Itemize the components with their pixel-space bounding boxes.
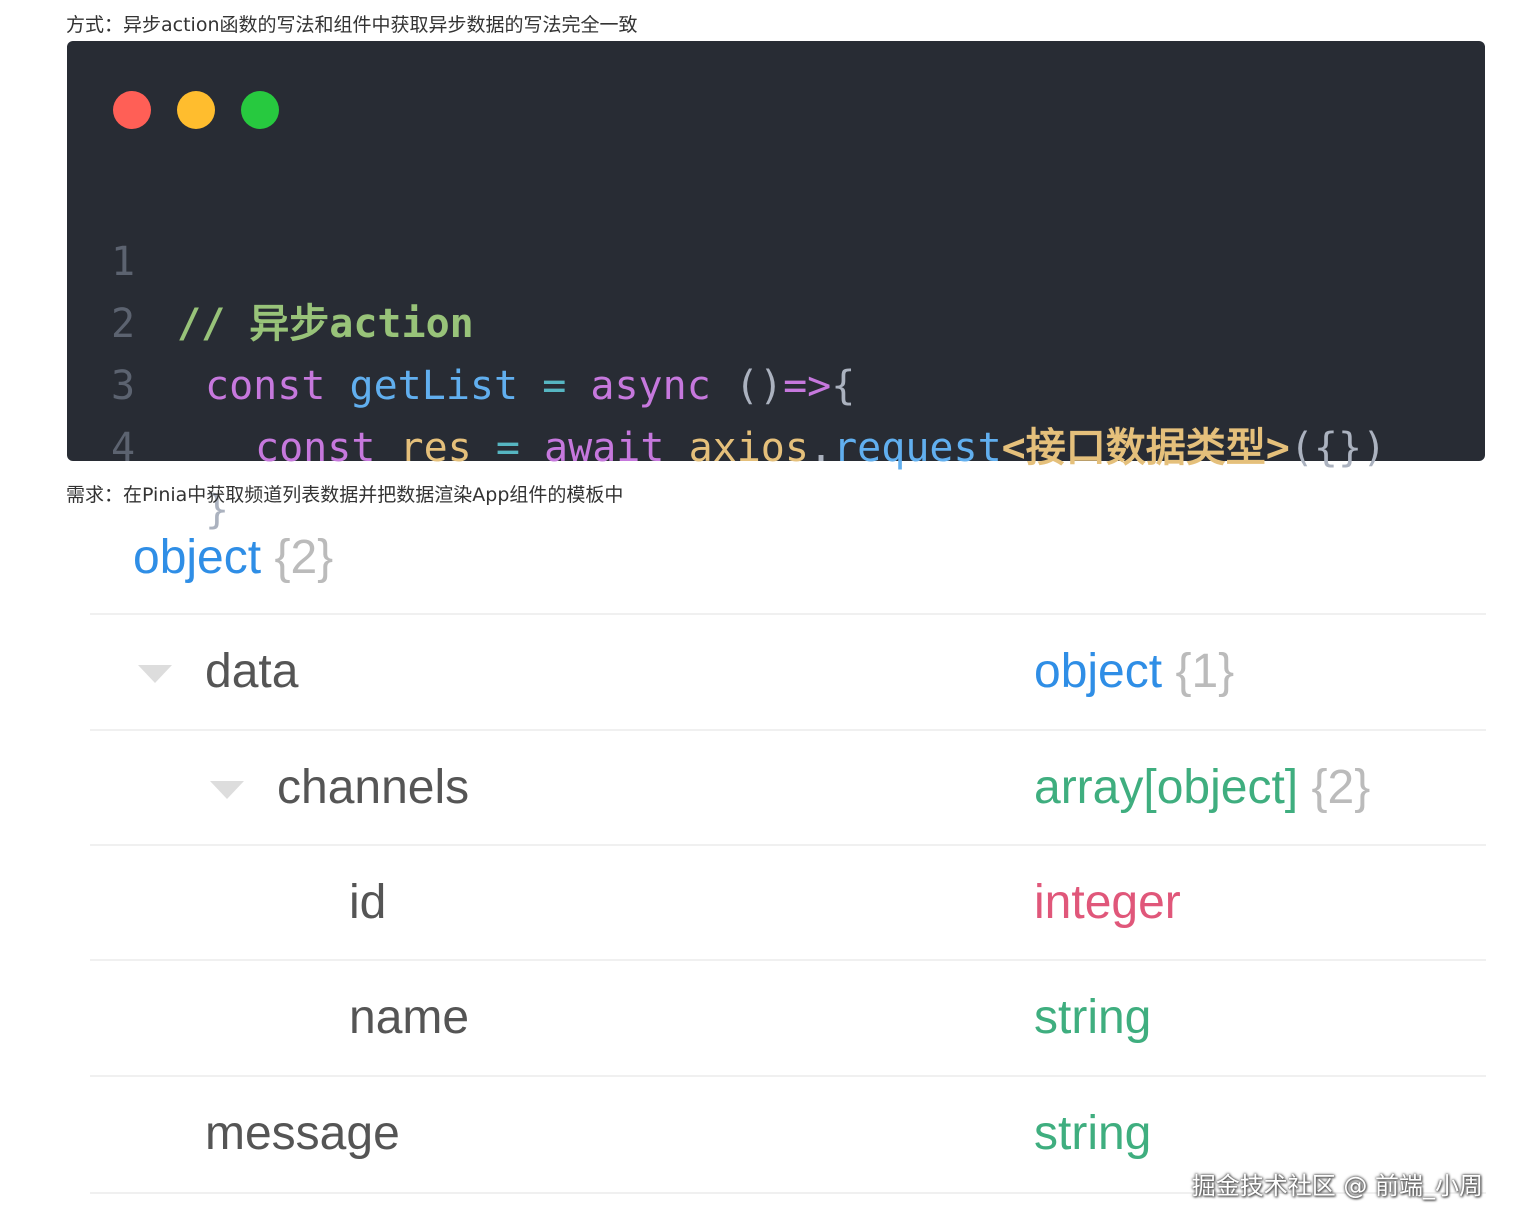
field-name: message — [205, 1107, 400, 1160]
code-line-4: 4 } — [67, 355, 229, 533]
space-token — [375, 425, 399, 471]
field-name: name — [349, 991, 470, 1044]
keyword-token: const — [205, 363, 326, 409]
operator-token: = — [495, 425, 520, 471]
punctuation-token: { — [831, 363, 856, 409]
field-type: string — [1034, 991, 1152, 1044]
collapse-caret-icon[interactable] — [138, 665, 172, 683]
object-token: axios — [688, 425, 809, 471]
line-number: 2 — [111, 301, 136, 347]
code-line-3: 3 const res = await axios.request<接口数据类型… — [67, 293, 1386, 471]
line-number: 4 — [111, 425, 136, 471]
keyword-token: await — [544, 425, 665, 471]
schema-row-data[interactable]: data object {1} — [90, 613, 1486, 730]
field-type: string — [1034, 1107, 1152, 1160]
window-maximize-dot — [241, 91, 279, 129]
code-line-2: 2 const getList = async ()=>{ — [67, 231, 855, 409]
window-minimize-dot — [177, 91, 215, 129]
arrow-token: => — [783, 363, 832, 409]
field-type: array[object] {2} — [1034, 758, 1370, 818]
operator-token: = — [542, 363, 567, 409]
type-token: 接口数据类型 — [1025, 425, 1266, 471]
type-count: {1} — [1175, 645, 1235, 698]
line-number: 1 — [111, 239, 136, 285]
punctuation-token: ({}) — [1289, 425, 1387, 471]
schema-row-name: name string — [90, 959, 1486, 1076]
root-count: {2} — [274, 531, 334, 584]
method-caption: 方式：异步action函数的写法和组件中获取异步数据的写法完全一致 — [66, 14, 638, 36]
field-type: integer — [1034, 876, 1181, 929]
schema-row-channels[interactable]: channels array[object] {2} — [90, 729, 1486, 846]
field-name: data — [205, 645, 299, 698]
field-name: id — [349, 876, 387, 929]
space-token — [664, 425, 688, 471]
schema-root: object {2} — [133, 528, 333, 588]
keyword-token: async — [590, 363, 711, 409]
type-label: object — [1034, 645, 1163, 698]
code-line-1: 1 // 异步action — [67, 169, 474, 347]
generic-bracket-token: > — [1265, 425, 1290, 471]
space-token — [711, 363, 735, 409]
collapse-caret-icon[interactable] — [210, 781, 244, 799]
variable-token: res — [399, 425, 472, 471]
space-token — [566, 363, 590, 409]
function-name-token: getList — [349, 363, 519, 409]
window-close-dot — [113, 91, 151, 129]
punctuation-token: } — [205, 487, 230, 533]
type-label: array[object] — [1034, 761, 1299, 814]
schema-row-id: id integer — [90, 844, 1486, 961]
requirement-caption: 需求：在Pinia中获取频道列表数据并把数据渲染App组件的模板中 — [66, 484, 624, 506]
space-token — [518, 363, 542, 409]
generic-bracket-token: < — [1001, 425, 1026, 471]
space-token — [472, 425, 496, 471]
root-type: object — [133, 531, 262, 584]
keyword-token: const — [255, 425, 376, 471]
field-type: object {1} — [1034, 642, 1234, 702]
space-token — [325, 363, 349, 409]
punctuation-token: . — [808, 425, 834, 471]
type-count: {2} — [1311, 761, 1371, 814]
punctuation-token: () — [734, 363, 784, 409]
field-name: channels — [277, 761, 470, 814]
comment-token: // 异步action — [177, 301, 474, 347]
schema-row-message: message string — [90, 1075, 1486, 1194]
watermark: 掘金技术社区 @ 前端_小周 — [1191, 1172, 1483, 1200]
method-token: request — [833, 425, 1002, 471]
space-token — [520, 425, 544, 471]
line-number: 3 — [111, 363, 136, 409]
code-block: 1 // 异步action 2 const getList = async ()… — [67, 41, 1485, 533]
